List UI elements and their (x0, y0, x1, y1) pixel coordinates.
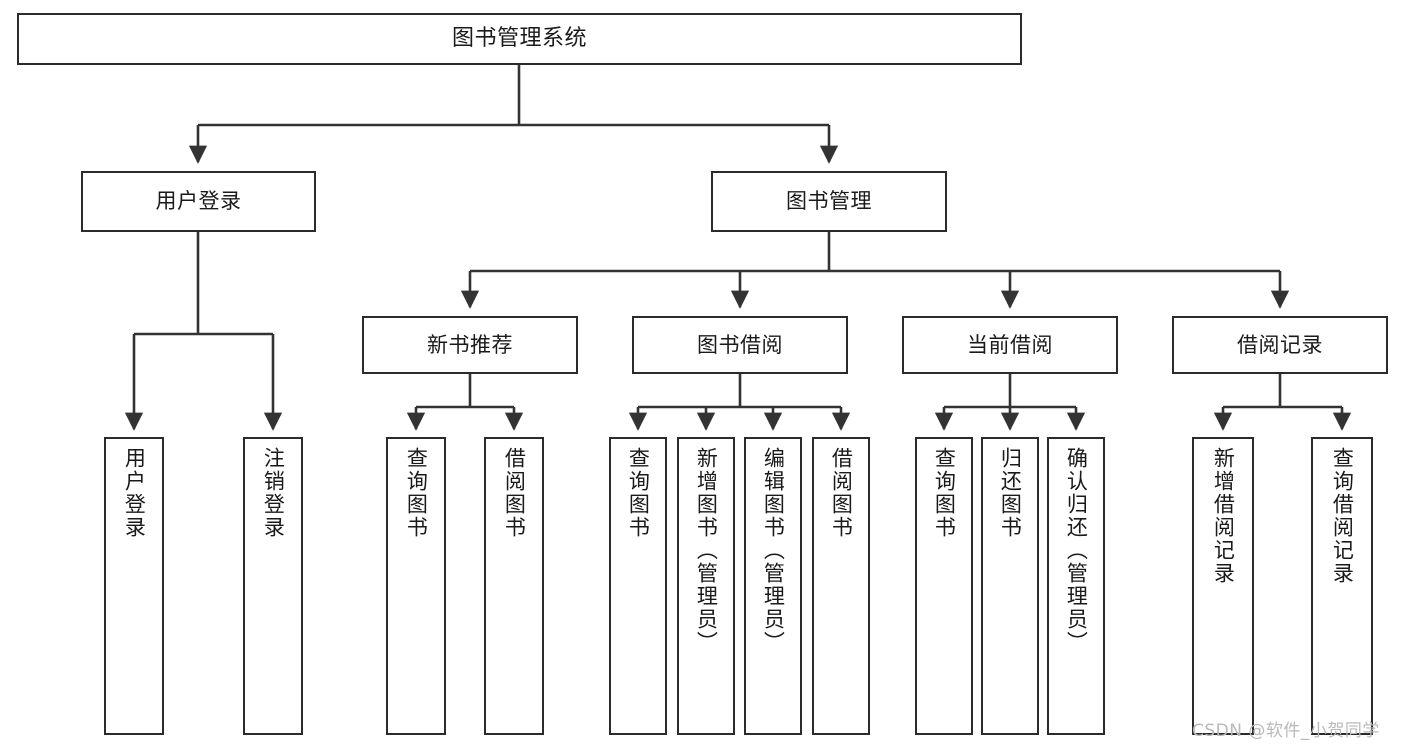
node-current-borrow[interactable]: 当前借阅 (902, 316, 1118, 374)
node-label: 查询图书 (932, 447, 957, 539)
node-leaf-borrow-book-rec[interactable]: 借阅图书 (484, 437, 544, 735)
node-leaf-query-book-borrow[interactable]: 查询图书 (609, 437, 667, 735)
node-leaf-query-borrow-record[interactable]: 查询借阅记录 (1311, 437, 1373, 735)
node-label: 新增借阅记录 (1211, 447, 1236, 585)
node-label: 借阅图书 (829, 447, 854, 539)
node-label: 图书管理系统 (451, 25, 587, 51)
node-label: 查询借阅记录 (1330, 447, 1355, 585)
node-root-system[interactable]: 图书管理系统 (17, 13, 1022, 65)
node-label: 当前借阅 (967, 332, 1053, 357)
node-leaf-add-borrow-record[interactable]: 新增借阅记录 (1192, 437, 1254, 735)
node-label: 注销登录 (261, 447, 286, 539)
node-label: 新增图书（管理员） (694, 447, 719, 654)
node-book-manage[interactable]: 图书管理 (711, 171, 947, 232)
node-leaf-edit-book-admin[interactable]: 编辑图书（管理员） (744, 437, 802, 735)
node-leaf-query-book-cur[interactable]: 查询图书 (915, 437, 973, 735)
node-label: 编辑图书（管理员） (761, 447, 786, 654)
node-leaf-confirm-return-admin[interactable]: 确认归还（管理员） (1047, 437, 1105, 735)
node-label: 新书推荐 (427, 332, 513, 357)
node-label: 借阅记录 (1237, 332, 1323, 357)
node-leaf-add-book-admin[interactable]: 新增图书（管理员） (677, 437, 735, 735)
node-borrow-record[interactable]: 借阅记录 (1172, 316, 1388, 374)
node-label: 图书借阅 (697, 332, 783, 357)
node-label: 归还图书 (998, 447, 1023, 539)
node-label: 用户登录 (155, 189, 242, 214)
node-leaf-query-book-rec[interactable]: 查询图书 (386, 437, 446, 735)
node-leaf-user-login[interactable]: 用户登录 (104, 437, 164, 735)
node-label: 图书管理 (786, 189, 872, 214)
node-label: 查询图书 (626, 447, 651, 539)
node-label: 查询图书 (404, 447, 429, 539)
node-leaf-borrow-book[interactable]: 借阅图书 (812, 437, 870, 735)
node-leaf-logout[interactable]: 注销登录 (243, 437, 303, 735)
node-label: 借阅图书 (502, 447, 527, 539)
node-new-book-recommend[interactable]: 新书推荐 (362, 316, 578, 374)
node-leaf-return-book[interactable]: 归还图书 (981, 437, 1039, 735)
node-user-login[interactable]: 用户登录 (81, 171, 316, 232)
node-book-borrow[interactable]: 图书借阅 (632, 316, 848, 374)
node-label: 确认归还（管理员） (1064, 447, 1089, 654)
node-label: 用户登录 (122, 447, 147, 539)
